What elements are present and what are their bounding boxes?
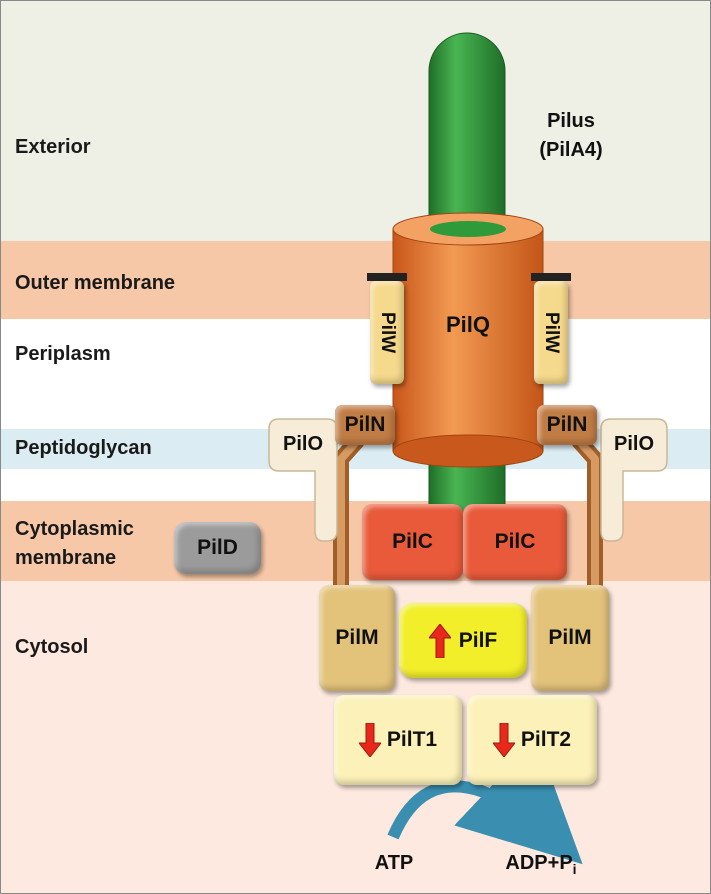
- pilt2-box: PilT2: [467, 695, 597, 785]
- pilw-left-cap: [367, 273, 407, 281]
- pilo-right-shape: [600, 418, 668, 542]
- pilq-label: PilQ: [445, 312, 490, 337]
- pilo-left-label: PilO: [282, 433, 323, 455]
- pilw-right-label: PilW: [541, 311, 562, 354]
- exterior-label: Exterior: [15, 136, 91, 158]
- pilc-right-box: PilC: [463, 504, 567, 580]
- pild-label: PilD: [197, 536, 238, 559]
- pilw-left-box: PilW: [370, 281, 404, 384]
- pilq-cylinder: [392, 212, 544, 468]
- adp-label: ADP+Pi: [481, 851, 601, 882]
- adp-label-subscript: i: [572, 861, 577, 877]
- outer-membrane-label: Outer membrane: [15, 272, 176, 294]
- cytoplasmic-membrane-label-line2: membrane: [15, 547, 117, 569]
- adp-label-main: ADP+P: [505, 852, 573, 874]
- pilm-left-label: PilM: [335, 626, 379, 649]
- pilt1-label: PilT1: [386, 728, 438, 751]
- pilo-left-shape: [268, 418, 338, 542]
- pilm-right-box: PilM: [531, 585, 609, 691]
- pild-box: PilD: [174, 522, 261, 574]
- down-arrow-icon: [358, 723, 381, 757]
- pilw-right-cap: [531, 273, 571, 281]
- pilt2-label: PilT2: [520, 728, 572, 751]
- pilo-right-label: PilO: [613, 433, 654, 455]
- piln-right-box: PilN: [537, 405, 597, 445]
- pilc-left-label: PilC: [392, 530, 433, 553]
- cytoplasmic-membrane-label-line1: Cytoplasmic: [15, 518, 134, 540]
- peptidoglycan-label: Peptidoglycan: [15, 437, 152, 459]
- outer-membrane-band: [1, 241, 710, 319]
- pilf-box: PilF: [399, 603, 527, 678]
- reaction-arrow: [387, 738, 583, 865]
- exterior-band: [1, 1, 710, 241]
- atp-label: ATP: [374, 852, 414, 874]
- pilm-right-label: PilM: [548, 626, 592, 649]
- piln-left-label: PilN: [344, 413, 386, 436]
- piln-left-box: PilN: [335, 405, 395, 445]
- periplasm-label: Periplasm: [15, 343, 111, 365]
- pilus-label-line1: Pilus: [547, 110, 595, 132]
- pilw-right-box: PilW: [534, 281, 568, 384]
- pilt1-box: PilT1: [334, 695, 462, 785]
- pilm-left-box: PilM: [319, 585, 395, 691]
- cytosol-label: Cytosol: [15, 636, 89, 658]
- down-arrow-icon: [492, 723, 515, 757]
- pilus-label-line2: (PilA4): [539, 139, 603, 161]
- pilw-left-label: PilW: [377, 311, 398, 354]
- pilc-right-label: PilC: [494, 530, 536, 553]
- pilf-label: PilF: [458, 628, 498, 652]
- up-arrow-icon: [428, 623, 451, 658]
- piln-right-label: PilN: [546, 413, 588, 436]
- pilc-left-box: PilC: [362, 504, 463, 580]
